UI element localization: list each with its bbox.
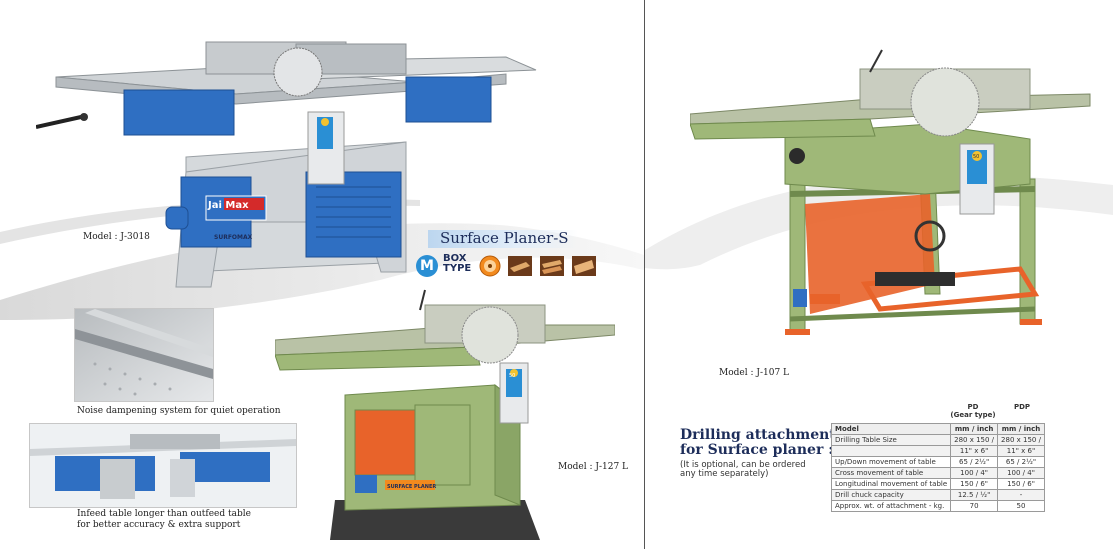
spec-cell: Drilling Table Size <box>830 434 952 446</box>
table-row: Up/Down movement of table 65 / 2½" 65 / … <box>830 456 1045 468</box>
badge-50-j127l: 50 <box>509 373 515 379</box>
page-divider <box>644 0 645 549</box>
spec-cell: 65 / 2½" <box>950 456 999 468</box>
spec-cell: 150 / 6" <box>997 478 1045 490</box>
spec-cell: 65 / 2½" <box>997 456 1045 468</box>
box-type-line1: BOX <box>443 253 467 264</box>
spec-cell: 100 / 4" <box>997 467 1045 479</box>
wood-board-icon <box>572 256 596 276</box>
machine-j127l-image: 50 SURFACE PLANER <box>275 289 615 540</box>
noise-dampening-photo <box>74 308 214 402</box>
spec-cell: 100 / 4" <box>950 467 999 479</box>
drilling-note-line1: (It is optional, can be ordered <box>680 460 806 470</box>
table-row: Longitudinal movement of table 150 / 6" … <box>830 478 1045 490</box>
spec-cell: Approx. wt. of attachment - kg. <box>830 500 952 512</box>
spec-cell: 12.5 / ½" <box>950 489 999 501</box>
spec-cell <box>830 445 952 457</box>
table-row: 11" x 6" 11" x 6" <box>830 445 1045 457</box>
spec-cell: 11" x 6" <box>997 445 1045 457</box>
spec-cell: 280 x 150 / <box>950 434 999 446</box>
drilling-attachment-title: Drilling attachment for Surface planer : <box>680 428 836 458</box>
spec-cell: 70 <box>950 500 999 512</box>
wood-plank-icon <box>508 256 532 276</box>
spec-cell: Drill chuck capacity <box>830 489 952 501</box>
spec-cell: 280 x 150 / <box>997 434 1045 446</box>
spec-cell: 11" x 6" <box>950 445 999 457</box>
m-badge-icon: M <box>416 255 438 277</box>
spec-cell: - <box>997 489 1045 501</box>
spec-cell: 150 / 6" <box>950 478 999 490</box>
model-caption-j3018: Model : J-3018 <box>83 232 150 242</box>
spec-header-pdp-unit: mm / inch <box>997 423 1045 435</box>
box-type-icon: BOX TYPE <box>443 254 471 274</box>
spec-col-pdp-heading: PDP <box>1013 403 1031 411</box>
box-type-line2: TYPE <box>443 263 472 274</box>
drilling-note-line2: any time separately) <box>680 469 769 479</box>
noise-caption: Noise dampening system for quiet operati… <box>77 406 281 416</box>
wood-stack-icon <box>540 256 564 276</box>
spec-col-pd-line1: PD <box>967 403 979 411</box>
infeed-caption-line2: for better accuracy & extra support <box>77 520 241 530</box>
product-title: Surface Planer-S <box>440 229 569 247</box>
drilling-spec-table: Model mm / inch mm / inch Drilling Table… <box>830 423 1045 512</box>
model-caption-j107l: Model : J-107 L <box>719 368 790 378</box>
spec-header-pd-unit: mm / inch <box>950 423 999 435</box>
badge-50-j107l: 50 <box>973 154 979 160</box>
table-row: Approx. wt. of attachment - kg. 70 50 <box>830 500 1045 512</box>
drilling-note: (It is optional, can be ordered any time… <box>680 461 806 479</box>
drilling-title-line1: Drilling attachment <box>680 427 836 443</box>
spec-header-model: Model <box>830 423 952 435</box>
spec-cell: Cross movement of table <box>830 467 952 479</box>
brand-label-j3018: Jai Max <box>207 200 249 211</box>
surface-planer-plate: SURFACE PLANER <box>387 484 436 490</box>
spec-cell: Up/Down movement of table <box>830 456 952 468</box>
circular-saw-icon <box>479 255 501 277</box>
table-row: Drill chuck capacity 12.5 / ½" - <box>830 489 1045 501</box>
infeed-caption-line1: Infeed table longer than outfeed table <box>77 509 251 519</box>
spec-table-header: Model mm / inch mm / inch <box>830 423 1045 435</box>
model-caption-j127l: Model : J-127 L <box>558 462 629 472</box>
spec-col-pd-line2: (Gear type) <box>950 411 996 419</box>
surfomax-label: SURFOMAX <box>214 234 253 241</box>
spec-col-pd-heading: PD (Gear type) <box>950 403 996 419</box>
spec-cell: Longitudinal movement of table <box>830 478 952 490</box>
machine-j3018-image: Jai Max SURFOMAX <box>36 41 537 288</box>
table-row: Drilling Table Size 280 x 150 / 280 x 15… <box>830 434 1045 446</box>
infeed-table-photo <box>29 423 297 508</box>
table-row: Cross movement of table 100 / 4" 100 / 4… <box>830 467 1045 479</box>
title-band <box>428 230 578 248</box>
machine-j107l-image: 50 <box>690 49 1091 335</box>
drilling-title-line2: for Surface planer : <box>680 442 834 458</box>
spec-cell: 50 <box>997 500 1045 512</box>
